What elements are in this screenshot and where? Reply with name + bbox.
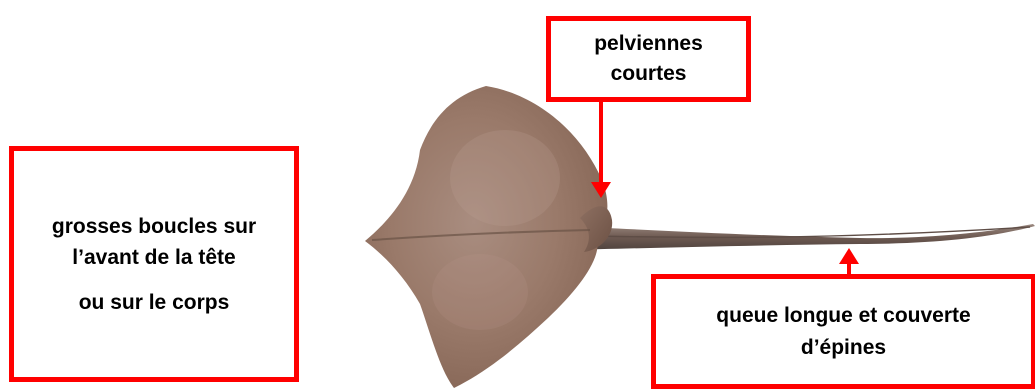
- ray-body-highlight: [450, 130, 560, 226]
- tail-label-box: queue longue et couverte d’épines: [651, 274, 1035, 389]
- head-features-text-2: ou sur le corps: [79, 287, 230, 318]
- pelvic-arrow: [591, 102, 611, 198]
- ray-body: [365, 86, 607, 388]
- pelvic-fins-label-box: pelviennes courtes: [546, 16, 751, 102]
- ray-body-highlight-2: [432, 254, 528, 330]
- head-features-label-box: grosses boucles sur l’avant de la tête o…: [9, 146, 299, 382]
- tail-arrow: [839, 248, 859, 274]
- head-features-text: grosses boucles sur l’avant de la tête: [39, 211, 269, 273]
- tail-text: queue longue et couverte d’épines: [679, 300, 1009, 364]
- pelvic-fins-text: pelviennes courtes: [579, 29, 719, 89]
